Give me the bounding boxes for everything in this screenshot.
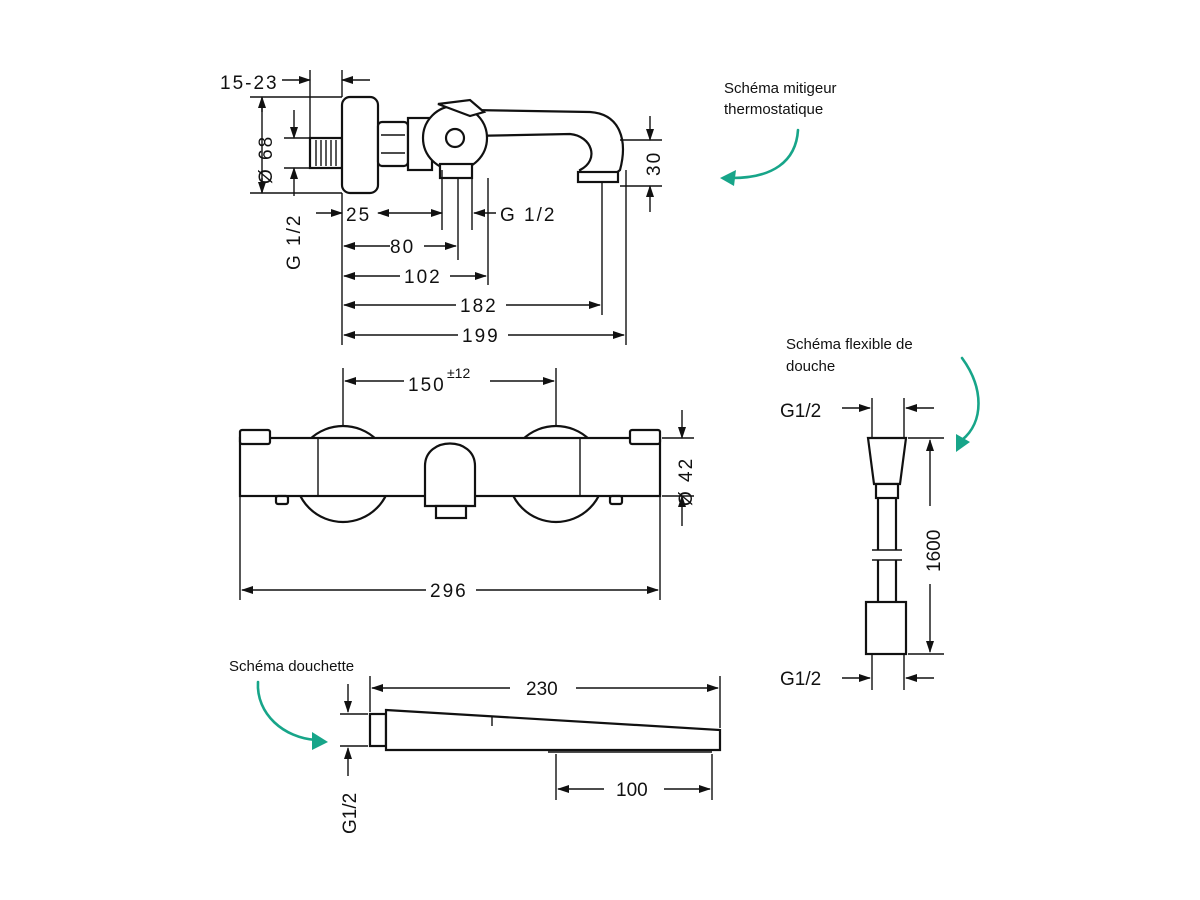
note-hose-line2: douche — [786, 358, 835, 375]
green-arrow-mixer — [730, 128, 800, 180]
dim-30: 30 — [644, 151, 665, 176]
note-mixer-line2: thermostatique — [724, 101, 823, 118]
dim-d42: Ø 42 — [676, 457, 697, 506]
note-mixer: Schéma mitigeur thermostatique — [720, 80, 837, 186]
dim-hose-g12-bottom: G1/2 — [780, 669, 821, 690]
right-cap — [628, 428, 662, 446]
mixer-front-view: 150 ±12 Ø 42 296 — [238, 365, 697, 602]
hose-bottom-nut — [864, 600, 908, 656]
center-handle — [423, 442, 477, 508]
note-handshower-line1: Schéma douchette — [229, 658, 354, 675]
dim-15-23: 15-23 — [220, 73, 279, 94]
wall-rosette — [340, 95, 380, 195]
dim-230: 230 — [526, 679, 558, 700]
dim-g12-right: G 1/2 — [500, 205, 556, 226]
note-mixer-line1: Schéma mitigeur — [724, 80, 837, 97]
outlet-bottom — [438, 162, 474, 180]
spout — [468, 108, 624, 180]
dim-d68: Ø 68 — [256, 135, 277, 184]
dim-hose-g12-top: G1/2 — [780, 401, 821, 422]
dim-182: 182 — [460, 296, 498, 317]
center-outlet — [434, 504, 468, 520]
spout-outlet — [576, 170, 620, 184]
hose-top-cone — [866, 436, 908, 486]
green-arrow-handshower — [256, 680, 318, 742]
note-hose-line1: Schéma flexible de — [786, 336, 913, 353]
green-arrow-hose — [960, 356, 980, 442]
dim-100: 100 — [616, 780, 648, 801]
union-nut — [376, 120, 410, 168]
dim-g12-left: G 1/2 — [284, 214, 305, 270]
handle-lever — [437, 98, 487, 118]
mixer-side-view: 15-23 Ø 68 G 1/2 25 G 1/2 80 — [220, 70, 665, 347]
dim-80: 80 — [390, 237, 415, 258]
shower-hose: G1/2 1600 G1/2 — [780, 398, 945, 690]
left-cap — [238, 428, 272, 446]
handshower-body — [384, 708, 722, 752]
dim-25: 25 — [346, 205, 371, 226]
handshower-thread — [368, 712, 388, 748]
dim-199: 199 — [462, 326, 500, 347]
note-handshower: Schéma douchette — [229, 658, 354, 750]
dim-150: 150 — [408, 375, 446, 396]
dim-150-tolerance: ±12 — [447, 365, 470, 381]
dim-296: 296 — [430, 581, 468, 602]
thread-lines — [315, 140, 337, 166]
note-hose: Schéma flexible de douche — [786, 336, 980, 452]
dim-handshower-g12: G1/2 — [340, 793, 361, 834]
hand-shower: 230 100 G1/2 — [340, 676, 722, 834]
dim-102: 102 — [404, 267, 442, 288]
dim-1600: 1600 — [924, 530, 945, 572]
